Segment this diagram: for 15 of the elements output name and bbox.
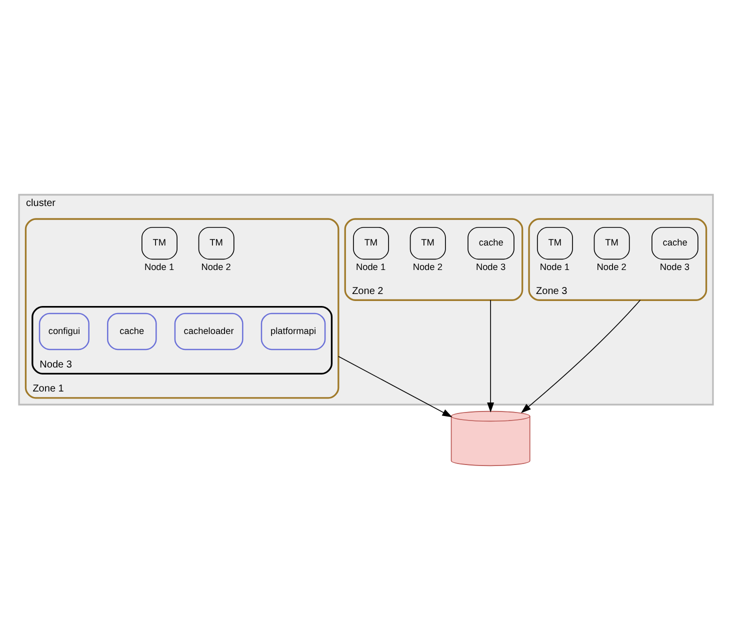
node-label: Node 2: [412, 261, 442, 272]
node-label: Node 2: [201, 261, 231, 272]
arrow: [520, 299, 641, 413]
node-label: Node 1: [356, 261, 386, 272]
node-box: cache: [107, 312, 157, 350]
node-label: Node 3: [660, 261, 690, 272]
node-label: Node 1: [540, 261, 570, 272]
node-label: Node 1: [144, 261, 174, 272]
node-box: platformapi: [260, 312, 326, 350]
node-box: configui: [38, 312, 90, 350]
node-box: cacheloader: [174, 312, 244, 350]
arrow: [487, 299, 494, 412]
arrow: [338, 355, 452, 417]
node-label: Node 3: [476, 261, 506, 272]
node-label: Node 2: [596, 261, 626, 272]
